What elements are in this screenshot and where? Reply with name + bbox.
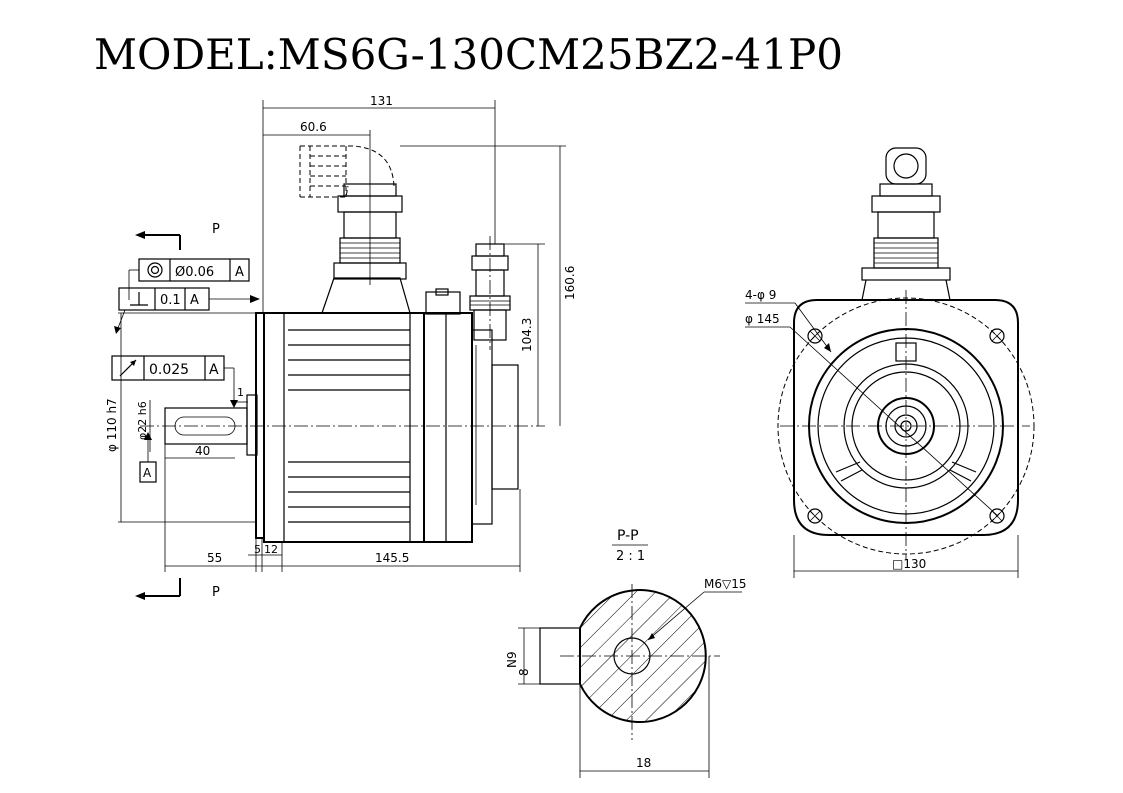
datum-label: A — [143, 466, 152, 480]
dim-160-6: 160.6 — [563, 266, 577, 300]
section-scale: 2 : 1 — [616, 549, 645, 564]
dim-5: 5 — [254, 543, 261, 556]
hole-icon — [989, 508, 1005, 524]
dim-9: 9 — [505, 651, 519, 659]
rear-housing — [423, 312, 473, 543]
dim-104-3: 104.3 — [520, 318, 534, 352]
hole-icon — [989, 328, 1005, 344]
cooling-fins — [288, 329, 410, 523]
square-flange — [793, 299, 1019, 536]
encoder-connector — [469, 236, 511, 350]
dim-dia-22: φ22 h6 — [136, 401, 149, 440]
tolerance-runout: 0.025 A — [111, 355, 238, 408]
dim-8: 8 — [517, 668, 531, 676]
dim-18: 18 — [636, 756, 651, 770]
hole-icon — [807, 328, 823, 344]
tol-coaxial-datum: A — [235, 265, 244, 280]
front-connector — [861, 147, 951, 301]
thread-label: M6▽15 — [704, 577, 747, 591]
encoder-cover — [471, 329, 493, 525]
tol-runout-value: 0.025 — [149, 362, 189, 378]
model-title: MODEL:MS6G-130CM25BZ2-41P0 — [94, 30, 843, 79]
section-mark-bottom: P — [212, 585, 220, 600]
shaft-section — [579, 589, 707, 723]
brake-connector-base — [425, 291, 461, 315]
dim-60-6: 60.6 — [300, 120, 327, 134]
encoder-cap — [491, 364, 519, 490]
tolerance-perpendicularity: 0.1 A — [114, 287, 260, 334]
tol-runout-datum: A — [209, 362, 219, 378]
dim-n9: N9 — [505, 651, 519, 668]
side-view: 131 60.6 160.6 104.3 φ 110 h7 φ22 h6 40 — [105, 94, 577, 600]
motor-body — [263, 312, 425, 543]
section-view: P-P 2 : 1 M6▽15 N9 8 18 — [505, 528, 747, 778]
tolerance-coaxiality: Ø0.06 A — [128, 258, 250, 300]
dim-1: 1 — [237, 386, 244, 399]
dim-n: N — [505, 659, 519, 668]
dim-131: 131 — [370, 94, 393, 108]
section-title: P-P — [617, 528, 639, 544]
square-label: □130 — [892, 557, 926, 571]
front-view: 4-φ 9 φ 145 □130 — [745, 147, 1035, 578]
dim-145-5: 145.5 — [375, 551, 409, 565]
coaxiality-icon — [147, 262, 163, 278]
tol-coaxial-value: Ø0.06 — [175, 265, 214, 280]
power-connector — [299, 145, 411, 314]
dim-dia-110: φ 110 h7 — [105, 398, 119, 452]
dim-12: 12 — [264, 543, 278, 556]
dim-40: 40 — [195, 444, 210, 458]
tol-perp-value: 0.1 — [160, 293, 181, 308]
mounting-holes — [807, 328, 1005, 524]
section-mark-top: P — [212, 222, 220, 237]
hole-icon — [807, 508, 823, 524]
pcd-label: φ 145 — [745, 312, 780, 326]
dim-55: 55 — [207, 551, 222, 565]
holes-label: 4-φ 9 — [745, 288, 776, 302]
tol-perp-datum: A — [190, 293, 199, 308]
datum-a: A — [139, 432, 157, 483]
